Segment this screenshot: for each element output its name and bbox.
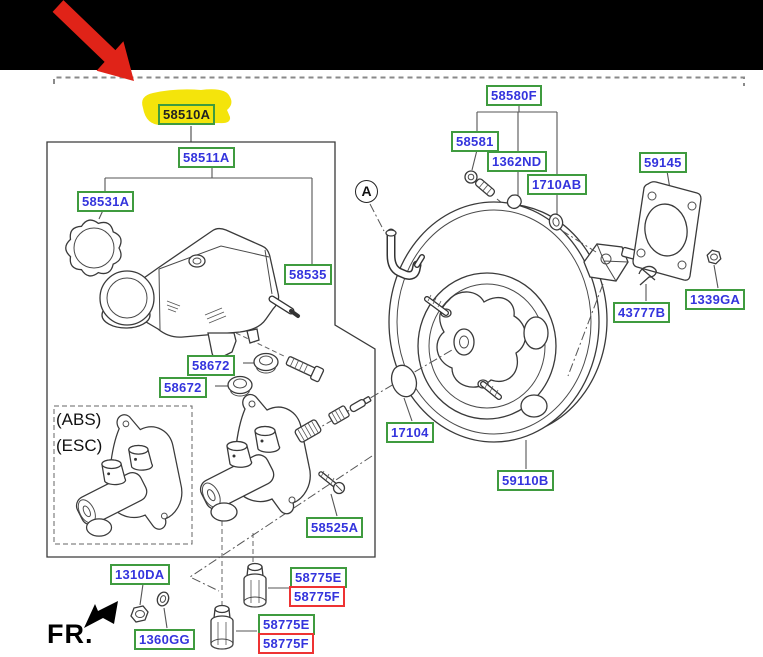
screw-58525A-drawing: [318, 470, 346, 495]
part-label-58531A[interactable]: 58531A: [77, 191, 135, 212]
part-label-58580F[interactable]: 58580F: [486, 85, 542, 106]
grommet-drawings: [227, 352, 325, 397]
red-pointer-arrow: [52, 0, 134, 82]
part-label-58775E-lower[interactable]: 58775E: [258, 614, 315, 635]
view-a-marker: A: [355, 180, 378, 203]
brake-booster-drawing: [385, 201, 641, 443]
master-cylinder-drawing: [199, 393, 311, 522]
abs-esc-dashed-box: [53, 405, 193, 545]
part-label-1310DA[interactable]: 1310DA: [110, 564, 170, 585]
part-label-58775F-upper[interactable]: 58775F: [289, 586, 345, 607]
abs-esc-note: (ABS) (ESC): [56, 407, 102, 459]
oring-drawing: [390, 364, 418, 398]
leader-58511A: [104, 166, 313, 264]
part-label-1339GA[interactable]: 1339GA: [685, 289, 746, 310]
clevis-bracket: [583, 243, 641, 282]
bolt-58581-drawing: [464, 170, 496, 197]
part-label-58510A[interactable]: 58510A: [158, 104, 216, 125]
booster-stud-bolts: [424, 294, 502, 400]
esc-note-line: (ESC): [56, 436, 103, 455]
gasket-drawing: [632, 181, 702, 281]
reservoir-drawing: [99, 227, 300, 359]
part-label-58775E-upper[interactable]: 58775E: [290, 567, 347, 588]
part-label-58525A[interactable]: 58525A: [306, 517, 364, 538]
page-dashed-border: [53, 76, 745, 86]
part-label-59145[interactable]: 59145: [639, 152, 687, 173]
part-label-58511A[interactable]: 58511A: [178, 147, 235, 168]
clip-43777B-drawing: [638, 265, 657, 286]
part-label-58535[interactable]: 58535: [284, 264, 332, 285]
part-label-43777B[interactable]: 43777B: [613, 302, 671, 323]
pressure-sensor-lower-drawing: [210, 604, 234, 650]
part-label-59110B[interactable]: 59110B: [497, 470, 554, 491]
part-label-1710AB[interactable]: 1710AB: [527, 174, 587, 195]
vacuum-hose-fitting: [385, 228, 425, 280]
clip-1362ND-drawing: [506, 194, 522, 210]
nut-1339GA-drawing: [706, 249, 722, 265]
part-label-17104[interactable]: 17104: [386, 422, 434, 443]
nut-washer-drawing: [130, 591, 170, 623]
assembly-group-box: [46, 141, 376, 558]
part-label-58581[interactable]: 58581: [451, 131, 499, 152]
part-label-58672-lower[interactable]: 58672: [159, 377, 207, 398]
abs-note-line: (ABS): [56, 410, 102, 429]
yellow-highlight: [142, 89, 232, 125]
part-label-58775F-lower[interactable]: 58775F: [258, 633, 314, 654]
fr-indicator: FR.: [47, 619, 94, 649]
fr-direction-arrow: [84, 601, 118, 628]
leader-58580F: [471, 104, 558, 214]
reservoir-cap-drawing: [65, 219, 122, 277]
part-label-1362ND[interactable]: 1362ND: [487, 151, 547, 172]
part-label-1360GG[interactable]: 1360GG: [134, 629, 195, 650]
valve-spring-drawing: [294, 396, 372, 443]
part-label-58672-upper[interactable]: 58672: [187, 355, 235, 376]
ring-1710AB-drawing: [548, 213, 564, 231]
pressure-sensor-drawing: [243, 562, 267, 608]
